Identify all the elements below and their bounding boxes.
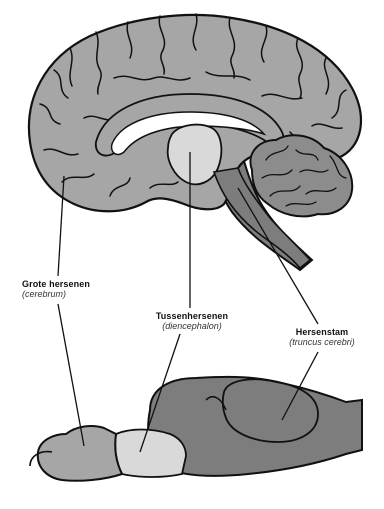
label-diencephalon: Tussenhersenen (diencephalon) xyxy=(146,311,238,332)
label-cerebrum-term: Grote hersenen xyxy=(22,279,90,289)
label-brainstem-term: Hersenstam xyxy=(274,327,370,337)
label-cerebrum-latin: (cerebrum) xyxy=(22,289,90,299)
label-brainstem-latin: (truncus cerebri) xyxy=(274,337,370,347)
animal-diencephalon xyxy=(115,430,186,478)
leader-line-cerebrum-bottom xyxy=(58,304,84,446)
animal-cerebrum xyxy=(38,426,122,481)
label-brainstem: Hersenstam (truncus cerebri) xyxy=(274,327,370,348)
label-diencephalon-term: Tussenhersenen xyxy=(146,311,238,321)
label-cerebrum: Grote hersenen (cerebrum) xyxy=(22,279,90,300)
label-diencephalon-latin: (diencephalon) xyxy=(146,321,238,331)
